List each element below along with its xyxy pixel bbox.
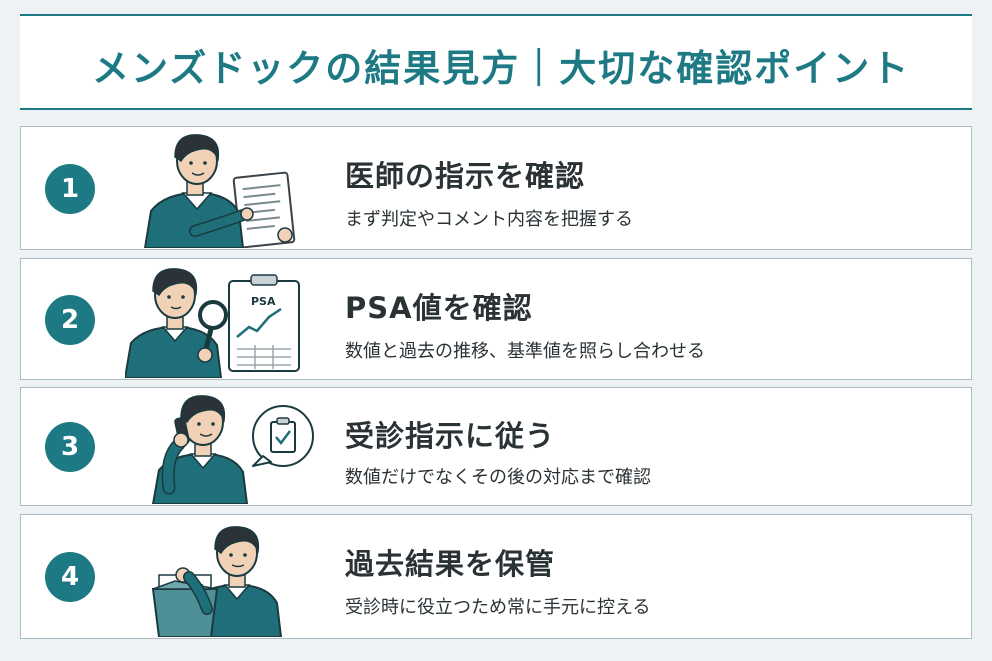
- step-number-badge: 3: [45, 422, 95, 472]
- report-document-icon: [232, 171, 296, 248]
- man-with-magnifier-illustration: PSA: [125, 259, 335, 378]
- step-title: 医師の指示を確認: [345, 159, 586, 193]
- step-title: 受診指示に従う: [345, 419, 556, 453]
- step-number-badge: 1: [45, 164, 95, 214]
- speech-bubble-checklist-icon: [252, 405, 314, 467]
- step-subtitle: 数値だけでなくその後の対応まで確認: [345, 467, 651, 488]
- step-subtitle: まず判定やコメント内容を把握する: [345, 209, 633, 230]
- psa-doc-label: PSA: [251, 295, 276, 308]
- step-subtitle: 数値と過去の推移、基準値を照らし合わせる: [345, 341, 705, 362]
- step-card-1: 1: [20, 126, 972, 250]
- title-band: メンズドックの結果見方｜大切な確認ポイント: [20, 14, 972, 110]
- doctor-reading-report-illustration: [125, 127, 335, 248]
- step-number-badge: 4: [45, 552, 95, 602]
- step-title: 過去結果を保管: [345, 547, 556, 581]
- step-card-4: 4: [20, 514, 972, 639]
- magnifier-icon: [198, 300, 228, 354]
- page-title: メンズドックの結果見方｜大切な確認ポイント: [92, 47, 911, 90]
- man-on-phone-illustration: [125, 388, 335, 504]
- step-card-3: 3: [20, 387, 972, 506]
- psa-clipboard-icon: PSA: [228, 274, 300, 372]
- step-number-badge: 2: [45, 295, 95, 345]
- step-subtitle: 受診時に役立つため常に手元に控える: [345, 597, 651, 618]
- man-filing-documents-illustration: [125, 515, 335, 637]
- step-card-2: 2 PSA: [20, 258, 972, 380]
- step-title: PSA値を確認: [345, 291, 533, 325]
